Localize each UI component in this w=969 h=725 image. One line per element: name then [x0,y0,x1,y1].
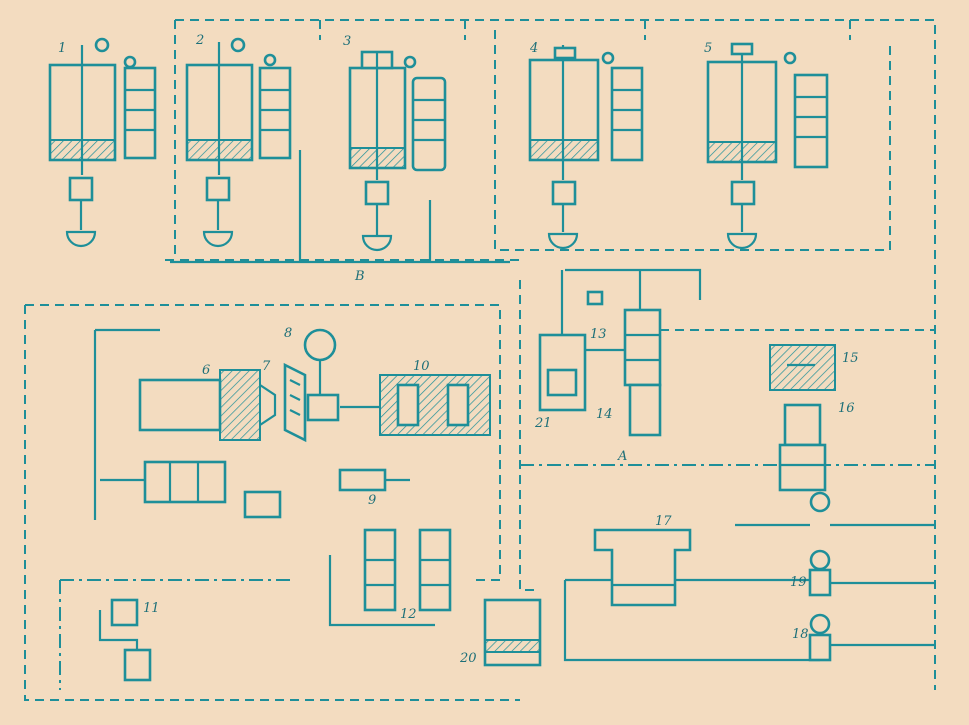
label-9: 9 [368,493,376,508]
twin-cylinder-unit-12: 12 [328,528,452,627]
cylinder-unit-6: 6 [93,328,277,520]
label-2: 2 [195,33,204,48]
header-pipe-b: B [170,150,510,284]
label-5: 5 [704,41,712,56]
label-14: 14 [596,407,613,422]
valve-block [100,460,282,519]
label-1: 1 [58,41,66,56]
lower-left-control-frame [24,304,520,701]
label-13: 13 [590,327,607,342]
label-20: 20 [459,651,477,666]
unit-21: 21 [534,270,587,431]
unit-11: 11 [98,598,160,682]
label-18: 18 [792,627,809,642]
unit-13: 13 [585,290,625,352]
jaw-unit-7: 7 [262,359,340,443]
unit-14: 14 [565,268,702,437]
label-19: 19 [790,575,807,590]
press-unit-1: 1 [48,37,157,248]
label-16: 16 [838,401,855,416]
unit-20: 20 [459,598,542,667]
press-unit-3: 3 [343,34,447,252]
label-4: 4 [529,41,538,56]
top-control-line-frame [165,19,936,690]
unit-15: 15 [769,344,859,391]
label-10: 10 [413,359,430,374]
unit-9: 9 [338,468,410,508]
label-7: 7 [262,359,271,374]
label-A: A [617,449,627,464]
label-8: 8 [284,326,292,341]
label-15: 15 [842,351,859,366]
unit-19: 19 [735,491,935,597]
press-unit-4: 4 [528,41,644,250]
tank-unit-17: 17 [563,514,820,662]
unit-18: 18 [792,613,935,662]
label-21: 21 [534,416,552,431]
label-6: 6 [202,363,210,378]
unit-16: 16 [778,401,855,492]
label-3: 3 [343,34,351,49]
press-unit-5: 5 [704,41,829,250]
press-unit-2: 2 [185,33,292,248]
label-B: B [354,269,365,284]
label-12: 12 [400,607,417,622]
label-11: 11 [143,601,160,616]
block-unit-10: 10 [340,359,491,436]
line-a: A [519,280,935,591]
label-17: 17 [655,514,672,529]
gauge-unit-8: 8 [284,326,337,395]
